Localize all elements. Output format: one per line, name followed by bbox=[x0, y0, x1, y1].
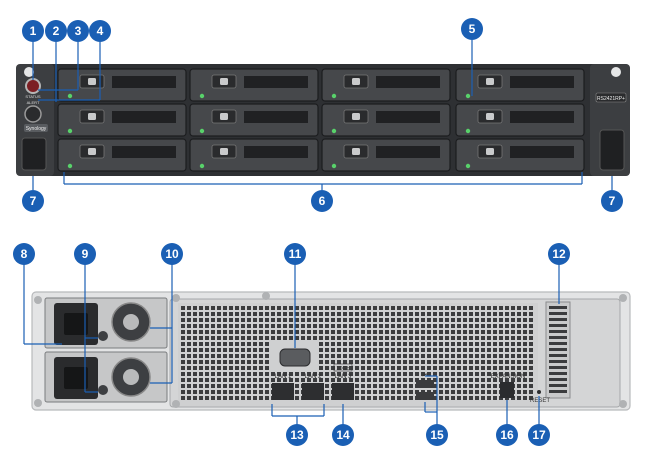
lan1-port[interactable] bbox=[272, 383, 294, 400]
drive-status-led bbox=[199, 93, 205, 99]
power-button[interactable] bbox=[25, 78, 41, 94]
callout-6: 6 bbox=[311, 190, 333, 212]
left-mount-hole bbox=[24, 67, 34, 77]
callout-8: 8 bbox=[13, 243, 35, 265]
drive-status-led bbox=[331, 93, 337, 99]
drive-status-led bbox=[465, 128, 471, 134]
drive-status-led bbox=[465, 93, 471, 99]
callout-13: 13 bbox=[286, 424, 308, 446]
screw bbox=[34, 296, 42, 304]
reset-button[interactable] bbox=[537, 390, 541, 394]
callout-2: 2 bbox=[45, 20, 67, 42]
lan2-port[interactable] bbox=[302, 383, 324, 400]
lan3-label: LAN 3 bbox=[335, 374, 352, 380]
psu-1-socket-inner bbox=[64, 313, 88, 335]
model-label: RS2421RP+ bbox=[597, 96, 625, 102]
reset-label: RESET bbox=[530, 398, 550, 404]
usb-copy-button[interactable] bbox=[24, 105, 42, 123]
drive-tray-10[interactable] bbox=[189, 138, 319, 172]
drive-status-led bbox=[331, 128, 337, 134]
expansion-label: EXPANSION bbox=[491, 374, 526, 380]
callout-14: 14 bbox=[332, 424, 354, 446]
callout-9: 9 bbox=[74, 243, 96, 265]
screw bbox=[619, 294, 627, 302]
psu-2-fan-hub bbox=[123, 369, 139, 385]
drive-tray-2[interactable] bbox=[189, 68, 319, 102]
screw bbox=[172, 294, 180, 302]
callout-4: 4 bbox=[89, 20, 111, 42]
psu-2-led bbox=[98, 385, 108, 395]
brand-logo: Synology bbox=[26, 126, 47, 132]
callout-7-right: 7 bbox=[601, 190, 623, 212]
vent-holes bbox=[181, 306, 533, 400]
left-handle[interactable] bbox=[21, 137, 47, 171]
psu-1-led bbox=[98, 331, 108, 341]
drive-tray-7[interactable] bbox=[321, 103, 451, 137]
screw bbox=[172, 400, 180, 408]
drive-tray-9[interactable] bbox=[57, 138, 187, 172]
drive-status-led bbox=[67, 128, 73, 134]
usb-port-1[interactable] bbox=[416, 380, 434, 388]
drive-tray-12[interactable] bbox=[455, 138, 585, 172]
callout-15: 15 bbox=[426, 424, 448, 446]
leader-lines bbox=[23, 40, 613, 426]
callout-17: 17 bbox=[528, 424, 550, 446]
brand-plate bbox=[24, 124, 48, 132]
speed-box bbox=[333, 363, 353, 372]
lan2-label: LAN 2 bbox=[305, 374, 322, 380]
usb-icon: ⭃ bbox=[422, 371, 428, 378]
callout-3: 3 bbox=[67, 20, 89, 42]
callout-1: 1 bbox=[22, 20, 44, 42]
usb-port-2[interactable] bbox=[416, 392, 434, 400]
right-mount-hole bbox=[611, 67, 621, 77]
drive-tray-5[interactable] bbox=[57, 103, 187, 137]
lan3-port[interactable] bbox=[332, 383, 354, 400]
drive-tray-11[interactable] bbox=[321, 138, 451, 172]
callout-10: 10 bbox=[161, 243, 183, 265]
model-plate bbox=[595, 92, 627, 103]
drive-status-led bbox=[67, 93, 73, 99]
screw bbox=[619, 400, 627, 408]
drive-bay-grid bbox=[57, 68, 585, 172]
drive-status-led bbox=[199, 163, 205, 169]
drive-status-led bbox=[465, 163, 471, 169]
drive-status-led bbox=[199, 128, 205, 134]
expansion-port[interactable] bbox=[500, 382, 514, 398]
drive-tray-6[interactable] bbox=[189, 103, 319, 137]
drive-tray-1[interactable] bbox=[57, 68, 187, 102]
callout-7-left: 7 bbox=[22, 190, 44, 212]
callout-16: 16 bbox=[496, 424, 518, 446]
callout-11: 11 bbox=[284, 243, 306, 265]
drive-tray-8[interactable] bbox=[455, 103, 585, 137]
drive-tray-4[interactable] bbox=[455, 68, 585, 102]
drive-status-led bbox=[67, 163, 73, 169]
psu-1-fan-hub bbox=[123, 314, 139, 330]
status-led-label: STATUS bbox=[25, 94, 41, 99]
alert-led-label: ALERT bbox=[27, 100, 40, 105]
callout-5: 5 bbox=[461, 18, 483, 40]
screw bbox=[34, 399, 42, 407]
pcie-slot-slits bbox=[549, 306, 567, 393]
drive-tray-3[interactable] bbox=[321, 68, 451, 102]
lan1-label: LAN 1 bbox=[275, 374, 292, 380]
drive-status-led bbox=[331, 163, 337, 169]
callout-12: 12 bbox=[548, 243, 570, 265]
psu-2-socket-inner bbox=[64, 367, 88, 389]
screw bbox=[262, 292, 270, 300]
right-handle[interactable] bbox=[599, 129, 625, 171]
lan3-speed-label: 10Gb bbox=[336, 366, 349, 372]
console-port[interactable] bbox=[279, 348, 311, 367]
